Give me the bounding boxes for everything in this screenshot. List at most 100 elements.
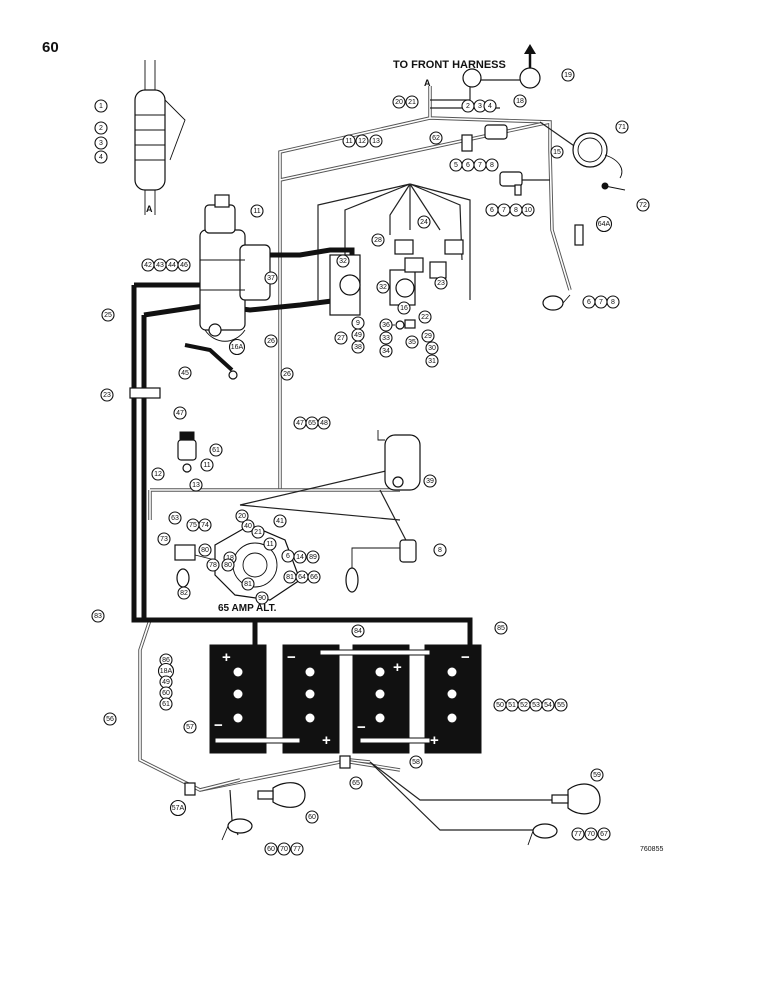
- callout-bubble: 14: [293, 550, 307, 564]
- callout-bubble: 63: [168, 511, 182, 525]
- gauge-71: [572, 132, 626, 191]
- callout-bubble: 6: [485, 203, 499, 217]
- callout-bubble: 11: [263, 537, 277, 551]
- callout-bubble: 57: [183, 720, 197, 734]
- battery-4-plus: +: [430, 732, 439, 749]
- battery-4: − +: [424, 644, 482, 754]
- callout-number: 45: [181, 370, 189, 377]
- callout-bubble: 81: [283, 570, 297, 584]
- callout-number: 35: [408, 339, 416, 346]
- callout-number: 84: [354, 628, 362, 635]
- callout-number: 8: [514, 207, 518, 214]
- alternator-label: 65 AMP ALT.: [218, 603, 277, 614]
- callout-number: 23: [103, 392, 111, 399]
- callout-number: 55: [557, 702, 565, 709]
- callout-number: 26: [267, 338, 275, 345]
- callout-bubble: 11: [250, 204, 264, 218]
- callout-number: 6: [587, 299, 591, 306]
- callout-bubble: 8: [606, 295, 620, 309]
- callout-bubble: 44: [165, 258, 179, 272]
- callout-number: 16: [400, 305, 408, 312]
- callout-bubble: 52: [517, 698, 531, 712]
- callout-bubble: 90: [255, 591, 269, 605]
- callout-number: 48: [320, 420, 328, 427]
- callout-number: 2: [99, 125, 103, 132]
- callout-bubble: 23: [100, 388, 114, 402]
- callout-bubble: 5: [449, 158, 463, 172]
- callout-number: 60: [267, 846, 275, 853]
- callout-bubble: 78: [206, 558, 220, 572]
- callout-bubble: 13: [189, 478, 203, 492]
- callout-number: 61: [212, 447, 220, 454]
- callout-number: 86: [162, 657, 170, 664]
- callout-number: 61: [162, 701, 170, 708]
- front-harness-label: TO FRONT HARNESS: [393, 59, 506, 71]
- callout-number: 13: [192, 482, 200, 489]
- callout-bubble: 82: [177, 586, 191, 600]
- callout-number: 11: [203, 462, 210, 469]
- callout-number: 73: [160, 536, 168, 543]
- callout-bubble: 64: [295, 570, 309, 584]
- branch-wires: [229, 79, 600, 836]
- callout-number: 67: [600, 831, 608, 838]
- callout-bubble: 64A: [595, 215, 613, 233]
- callout-number: 49: [162, 679, 170, 686]
- callout-bubble: 32: [376, 280, 390, 294]
- callout-bubble: 32: [336, 254, 350, 268]
- callout-bubble: 48: [317, 416, 331, 430]
- connector-label-left: A: [146, 204, 153, 214]
- battery-2: − +: [282, 644, 340, 754]
- callout-bubble: 18: [513, 94, 527, 108]
- callout-number: 20: [395, 99, 403, 106]
- callout-bubble: 8: [433, 543, 447, 557]
- clamp-48: [129, 387, 161, 399]
- callout-number: 36: [382, 322, 390, 329]
- callout-bubble: 65: [305, 416, 319, 430]
- callout-bubble: 81: [241, 577, 255, 591]
- callout-bubble: 50: [493, 698, 507, 712]
- callout-number: 21: [254, 529, 262, 536]
- callout-number: 44: [168, 262, 176, 269]
- callout-bubble: 38: [351, 340, 365, 354]
- callout-bubble: 31: [425, 354, 439, 368]
- alternator: [174, 524, 301, 601]
- callout-bubble: 77: [290, 842, 304, 856]
- callout-number: 85: [497, 625, 505, 632]
- callout-number: 21: [408, 99, 416, 106]
- callout-number: 39: [426, 478, 434, 485]
- callout-number: 9: [356, 320, 360, 327]
- callout-number: 24: [420, 219, 428, 226]
- callout-number: 37: [267, 275, 275, 282]
- callout-bubble: 59: [590, 768, 604, 782]
- callout-number: 11: [266, 541, 273, 548]
- sensor-19: [462, 67, 541, 89]
- callout-number: 51: [508, 702, 516, 709]
- callout-bubble: 83: [91, 609, 105, 623]
- callout-bubble: 55: [554, 698, 568, 712]
- callout-bubble: 60: [159, 686, 173, 700]
- callout-number: 41: [276, 518, 284, 525]
- callout-bubble: 16: [397, 301, 411, 315]
- callout-number: 29: [424, 333, 432, 340]
- callout-number: 6: [490, 207, 494, 214]
- callout-number: 54: [544, 702, 552, 709]
- callout-bubble: 1: [94, 99, 108, 113]
- callout-number: 58: [412, 759, 420, 766]
- callout-number: 56: [106, 716, 114, 723]
- callout-bubble: 53: [529, 698, 543, 712]
- battery-1: + −: [209, 644, 267, 754]
- callout-bubble: 70: [277, 842, 291, 856]
- lamp-9: [542, 224, 584, 311]
- callout-number: 7: [502, 207, 506, 214]
- callout-bubble: 9: [351, 316, 365, 330]
- battery-3: + −: [352, 644, 410, 754]
- callout-number: 15: [553, 149, 561, 156]
- callout-number: 42: [144, 262, 152, 269]
- callout-number: 74: [201, 522, 209, 529]
- callout-number: 13: [372, 138, 380, 145]
- jumper-bar-left: [214, 737, 301, 744]
- callout-bubble: 49: [351, 328, 365, 342]
- callout-number: 27: [337, 335, 345, 342]
- callout-number: 60: [308, 814, 316, 821]
- main-harness: [138, 86, 572, 792]
